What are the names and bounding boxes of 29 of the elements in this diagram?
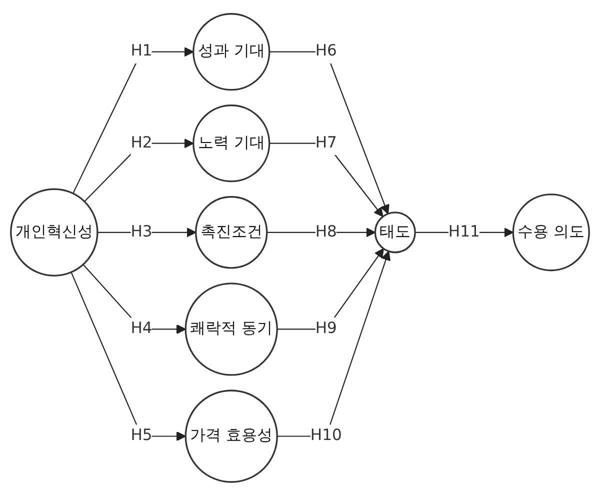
arrow bbox=[269, 142, 384, 218]
arrow bbox=[70, 272, 186, 442]
node-circle: 쾌락적 동기 bbox=[184, 282, 278, 376]
node-circle: 개인혁신성 bbox=[10, 188, 98, 277]
edge-label: H1 bbox=[130, 42, 152, 60]
edge-label: H2 bbox=[130, 134, 152, 152]
node-circle: 가격 효용성 bbox=[184, 390, 278, 483]
arrow bbox=[269, 51, 390, 214]
node-circle: 노력 기대 bbox=[192, 104, 270, 182]
arrow bbox=[97, 228, 196, 238]
arrow bbox=[84, 138, 194, 202]
edge-label: H5 bbox=[130, 426, 152, 445]
edge-label: H11 bbox=[448, 223, 480, 241]
edge-label: H4 bbox=[130, 320, 152, 338]
edge-label: H7 bbox=[315, 134, 337, 152]
arrow bbox=[277, 250, 391, 437]
edge-label: H10 bbox=[310, 426, 342, 445]
edge-label: H9 bbox=[315, 320, 337, 338]
edge-label: H6 bbox=[315, 42, 337, 60]
arrow bbox=[72, 47, 194, 194]
node-circle: 수용 의도 bbox=[512, 194, 590, 272]
arrow bbox=[277, 248, 384, 330]
arrow bbox=[82, 264, 186, 334]
edge-label: H8 bbox=[315, 223, 337, 241]
node-circle: 촉진조건 bbox=[195, 196, 268, 269]
node-circle: 태도 bbox=[374, 212, 416, 254]
arrow bbox=[266, 228, 376, 238]
edge-label: H3 bbox=[130, 223, 152, 241]
node-circle: 성과 기대 bbox=[192, 13, 270, 91]
